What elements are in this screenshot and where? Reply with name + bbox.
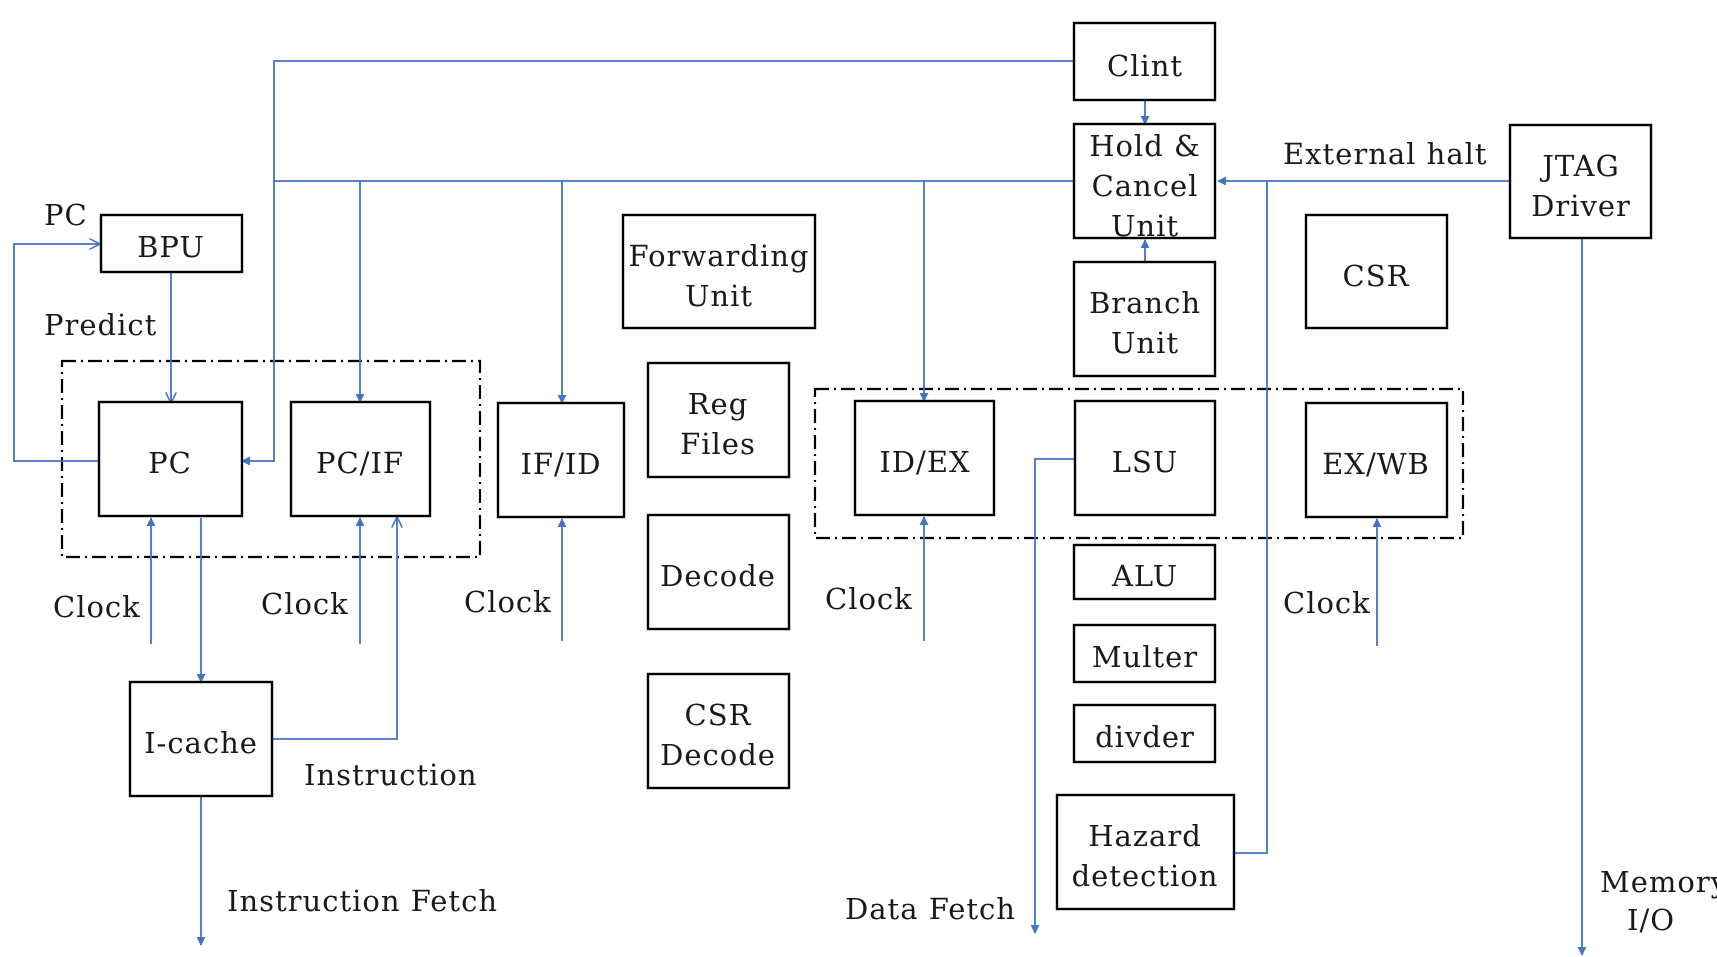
front-pipeline-group	[60, 359, 482, 559]
box-label: Clint	[1107, 49, 1183, 83]
box-label: Unit	[1111, 326, 1179, 360]
decode-box: Decode	[646, 513, 791, 631]
hold-cancel-unit-box: Hold & Cancel Unit	[1072, 122, 1217, 243]
instruction-fetch-label: Instruction Fetch	[227, 884, 498, 918]
wire-data-fetch	[1030, 458, 1075, 934]
box-label: EX/WB	[1322, 447, 1430, 481]
box-label: Decode	[660, 738, 776, 772]
box-label: Driver	[1531, 189, 1631, 223]
divder-box: divder	[1072, 703, 1217, 764]
box-label: divder	[1095, 720, 1195, 754]
io-label: I/O	[1627, 903, 1675, 937]
box-label: Files	[680, 427, 756, 461]
box-label: Hold &	[1089, 129, 1201, 163]
box-label: IF/ID	[520, 447, 601, 481]
clock-label-ifid: Clock	[464, 585, 552, 619]
pc-label: PC	[44, 198, 88, 232]
pc-box: PC	[97, 400, 244, 518]
instruction-label: Instruction	[304, 758, 478, 792]
i-cache-box: I-cache	[128, 680, 274, 798]
box-label: Hazard	[1088, 819, 1202, 853]
box-label: ID/EX	[879, 445, 970, 479]
box-label: PC	[148, 446, 192, 480]
box-label: I-cache	[144, 726, 258, 760]
pc-if-box: PC/IF	[289, 400, 432, 518]
bpu-box: BPU	[99, 213, 244, 274]
csr-box: CSR	[1304, 213, 1449, 330]
clock-label-exwb: Clock	[1283, 586, 1371, 620]
box-label: Forwarding	[629, 239, 810, 273]
data-fetch-label: Data Fetch	[845, 892, 1016, 926]
box-label: PC/IF	[316, 446, 404, 480]
multer-box: Multer	[1072, 623, 1217, 684]
if-id-box: IF/ID	[496, 401, 626, 519]
box-label: Reg	[688, 387, 749, 421]
branch-unit-box: Branch Unit	[1072, 260, 1217, 378]
clock-label-idex: Clock	[825, 582, 913, 616]
box-label: CSR	[685, 698, 752, 732]
id-ex-box: ID/EX	[853, 399, 996, 517]
box-label: Decode	[660, 559, 776, 593]
clint-box: Clint	[1072, 21, 1217, 102]
ex-wb-box: EX/WB	[1304, 401, 1449, 519]
box-label: Cancel	[1092, 169, 1199, 203]
box-label: BPU	[137, 230, 205, 264]
hazard-detection-box: Hazard detection	[1055, 793, 1236, 911]
forwarding-unit-box: Forwarding Unit	[621, 213, 817, 330]
box-label: Branch	[1089, 286, 1201, 320]
clock-label-pc: Clock	[53, 590, 141, 624]
wire-pc-to-bpu	[13, 244, 99, 462]
box-label: JTAG	[1539, 149, 1620, 183]
reg-files-box: Reg Files	[646, 361, 791, 479]
box-label: ALU	[1111, 559, 1178, 593]
box-label: Unit	[1111, 209, 1179, 243]
memory-label: Memory	[1600, 865, 1717, 899]
csr-decode-box: CSR Decode	[646, 672, 791, 790]
box-label: detection	[1072, 859, 1219, 893]
box-label: CSR	[1343, 259, 1410, 293]
predict-label: Predict	[44, 308, 157, 342]
clock-label-pcif: Clock	[261, 587, 349, 621]
wire-hazard-to-hold	[1234, 181, 1268, 854]
lsu-box: LSU	[1073, 399, 1217, 517]
box-label: LSU	[1112, 445, 1179, 479]
external-halt-label: External halt	[1283, 137, 1488, 171]
box-label: Multer	[1092, 640, 1198, 674]
wire-clint-to-pc	[241, 60, 1074, 466]
back-pipeline-group	[813, 387, 1465, 540]
jtag-driver-box: JTAG Driver	[1508, 123, 1653, 240]
alu-box: ALU	[1072, 543, 1217, 601]
wires	[13, 60, 1587, 956]
box-label: Unit	[685, 279, 753, 313]
wire-icache-instruction	[272, 518, 397, 740]
